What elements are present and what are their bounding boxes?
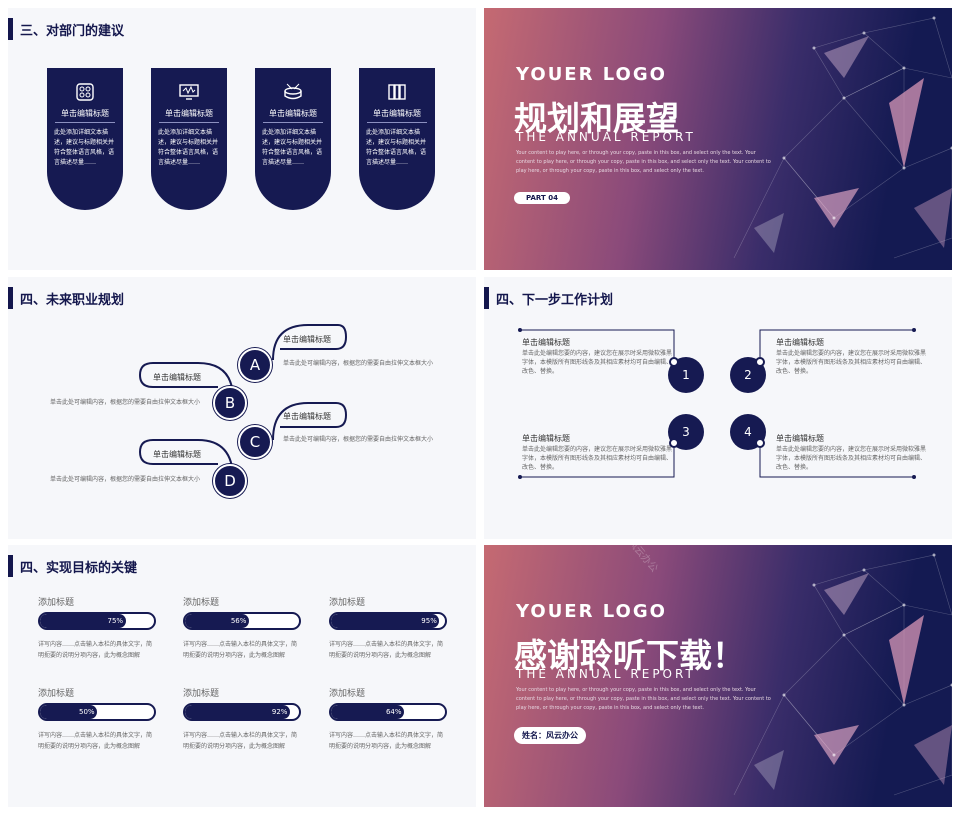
- slide-next-work-plan: 四、下一步工作计划 单击编辑标题 单击此处编辑您要的内容，建议您在展示时采用微软…: [484, 277, 952, 539]
- thanks-heading: 感谢聆听下载！: [514, 636, 745, 675]
- step-dot: [669, 357, 679, 367]
- step-dot: [669, 438, 679, 448]
- grid-icon: [75, 82, 95, 102]
- polygon-background: [733, 16, 952, 259]
- connector-lines: [138, 324, 348, 480]
- name-badge[interactable]: 姓名：风云办公: [514, 727, 586, 744]
- progress-bar: 64%: [329, 703, 447, 721]
- polygon-background: [733, 553, 952, 796]
- progress-bar: 75%: [38, 612, 156, 630]
- slide-career-plan: 四、未来职业规划 单击编辑标题 单击此处可编辑内容，根据您的需要自由拉伸文本框大…: [8, 277, 476, 539]
- progress-block: 添加标题 56% 详写内容……点击输入本栏的具体文字，简明扼要的说明分项内容，此…: [183, 595, 301, 661]
- section-title: 四、下一步工作计划: [484, 287, 613, 309]
- slide-thanks: 风云办公 YOUER LOGO 感谢聆听下载！ THE ANNUAL REPOR…: [484, 545, 952, 807]
- progress-block: 添加标题 50% 详写内容……点击输入本栏的具体文字，简明扼要的说明分项内容，此…: [38, 686, 156, 752]
- part-badge[interactable]: PART 04: [514, 192, 570, 204]
- book-icon: [387, 82, 407, 102]
- progress-bar: 50%: [38, 703, 156, 721]
- connector-lines: [518, 328, 916, 479]
- slide-department-suggestions: 三、对部门的建议 单击编辑标题 此处添加详细文本描述，建议与标题相关并符合整体语…: [8, 8, 476, 270]
- cover-heading: 规划和展望: [514, 99, 679, 138]
- section-title: 四、未来职业规划: [8, 287, 124, 309]
- section-title: 三、对部门的建议: [8, 18, 124, 40]
- step-circle-d: D: [213, 464, 247, 498]
- progress-bar: 56%: [183, 612, 301, 630]
- progress-block: 添加标题 95% 详写内容……点击输入本栏的具体文字，简明扼要的说明分项内容，此…: [329, 595, 447, 661]
- monitor-icon: [179, 82, 199, 102]
- step-circle-a: A: [238, 348, 272, 382]
- progress-block: 添加标题 64% 详写内容……点击输入本栏的具体文字，简明扼要的说明分项内容，此…: [329, 686, 447, 752]
- step-circle-c: C: [238, 425, 272, 459]
- suggestion-card: 单击编辑标题 此处添加详细文本描述，建议与标题相关并符合整体语言风格，语言描述尽…: [151, 68, 227, 210]
- step-dot: [755, 357, 765, 367]
- slide-cover-planning: YOUER LOGO 规划和展望 THE ANNUAL REPORT Your …: [484, 8, 952, 270]
- drum-icon: [283, 82, 303, 102]
- section-title: 四、实现目标的关键: [8, 555, 137, 577]
- slide-key-to-goals: 四、实现目标的关键 添加标题 75% 详写内容……点击输入本栏的具体文字，简明扼…: [8, 545, 476, 807]
- suggestion-card: 单击编辑标题 此处添加详细文本描述，建议与标题相关并符合整体语言风格，语言描述尽…: [255, 68, 331, 210]
- progress-block: 添加标题 75% 详写内容……点击输入本栏的具体文字，简明扼要的说明分项内容，此…: [38, 595, 156, 661]
- progress-bar: 95%: [329, 612, 447, 630]
- step-circle-b: B: [213, 386, 247, 420]
- suggestion-card: 单击编辑标题 此处添加详细文本描述，建议与标题相关并符合整体语言风格，语言描述尽…: [359, 68, 435, 210]
- progress-bar: 92%: [183, 703, 301, 721]
- step-dot: [755, 438, 765, 448]
- progress-block: 添加标题 92% 详写内容……点击输入本栏的具体文字，简明扼要的说明分项内容，此…: [183, 686, 301, 752]
- suggestion-card: 单击编辑标题 此处添加详细文本描述，建议与标题相关并符合整体语言风格，语言描述尽…: [47, 68, 123, 210]
